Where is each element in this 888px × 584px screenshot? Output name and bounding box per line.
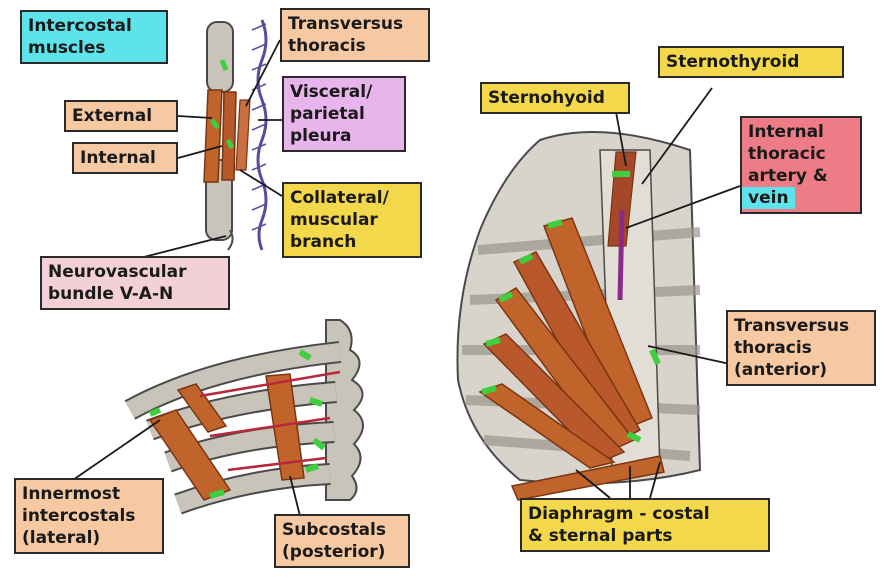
external-intercostal-muscle [204, 90, 222, 182]
label-sternothyroid: Sternothyroid [658, 46, 844, 78]
label-text: thoracic [748, 143, 854, 165]
rib-upper-section [207, 22, 233, 92]
label-text: Intercostal [28, 15, 160, 37]
label-text: & sternal parts [528, 525, 762, 547]
label-internal: Internal [72, 142, 178, 174]
label-external: External [64, 100, 178, 132]
label-text: (posterior) [282, 541, 402, 563]
label-text: (anterior) [734, 359, 868, 381]
label-text: Innermost [22, 483, 156, 505]
label-text: thoracis [288, 35, 422, 57]
posterior-ribs-figure [130, 320, 363, 504]
label-text: Sternohyoid [488, 87, 622, 109]
label-subcostals: Subcostals (posterior) [274, 514, 410, 568]
label-text: Subcostals [282, 519, 402, 541]
label-innermost-intercostals: Innermost intercostals (lateral) [14, 478, 164, 554]
label-text: muscular [290, 209, 414, 231]
label-visceral-parietal-pleura: Visceral/ parietal pleura [282, 76, 406, 152]
intercostal-section-figure [204, 20, 266, 250]
label-intercostal-muscles: Intercostal muscles [20, 10, 168, 64]
internal-intercostal-muscle [222, 92, 236, 180]
label-text: muscles [28, 37, 160, 59]
anterior-thorax-figure [457, 132, 700, 500]
pleura-wavy-line [258, 20, 266, 250]
label-transversus-thoracis-anterior: Transversus thoracis (anterior) [726, 310, 876, 386]
label-diaphragm: Diaphragm - costal & sternal parts [520, 498, 770, 552]
label-text: Diaphragm - costal [528, 503, 762, 525]
label-text: branch [290, 231, 414, 253]
label-text: parietal [290, 103, 398, 125]
label-text: intercostals [22, 505, 156, 527]
label-text-vein: vein [742, 187, 795, 209]
label-neurovascular-bundle: Neurovascular bundle V-A-N [40, 256, 230, 310]
label-sternohyoid: Sternohyoid [480, 82, 630, 114]
label-text: External [72, 105, 170, 127]
label-transversus-thoracis-top: Transversus thoracis [280, 8, 430, 62]
label-internal-thoracic-artery-vein: Internal thoracic artery & vein [740, 116, 862, 214]
label-text: Neurovascular [48, 261, 222, 283]
label-text: artery & [748, 165, 854, 187]
label-text: bundle V-A-N [48, 283, 222, 305]
label-text: Transversus [288, 13, 422, 35]
label-collateral-muscular-branch: Collateral/ muscular branch [282, 182, 422, 258]
label-text: Visceral/ [290, 81, 398, 103]
label-text: Transversus [734, 315, 868, 337]
label-text: thoracis [734, 337, 868, 359]
label-text: pleura [290, 125, 398, 147]
label-text: Sternothyroid [666, 51, 836, 73]
label-text: Collateral/ [290, 187, 414, 209]
label-text: (lateral) [22, 527, 156, 549]
internal-thoracic-vessels [620, 210, 622, 300]
transversus-thoracis-strip [236, 100, 250, 170]
label-text: Internal [80, 147, 170, 169]
label-text: Internal [748, 121, 854, 143]
